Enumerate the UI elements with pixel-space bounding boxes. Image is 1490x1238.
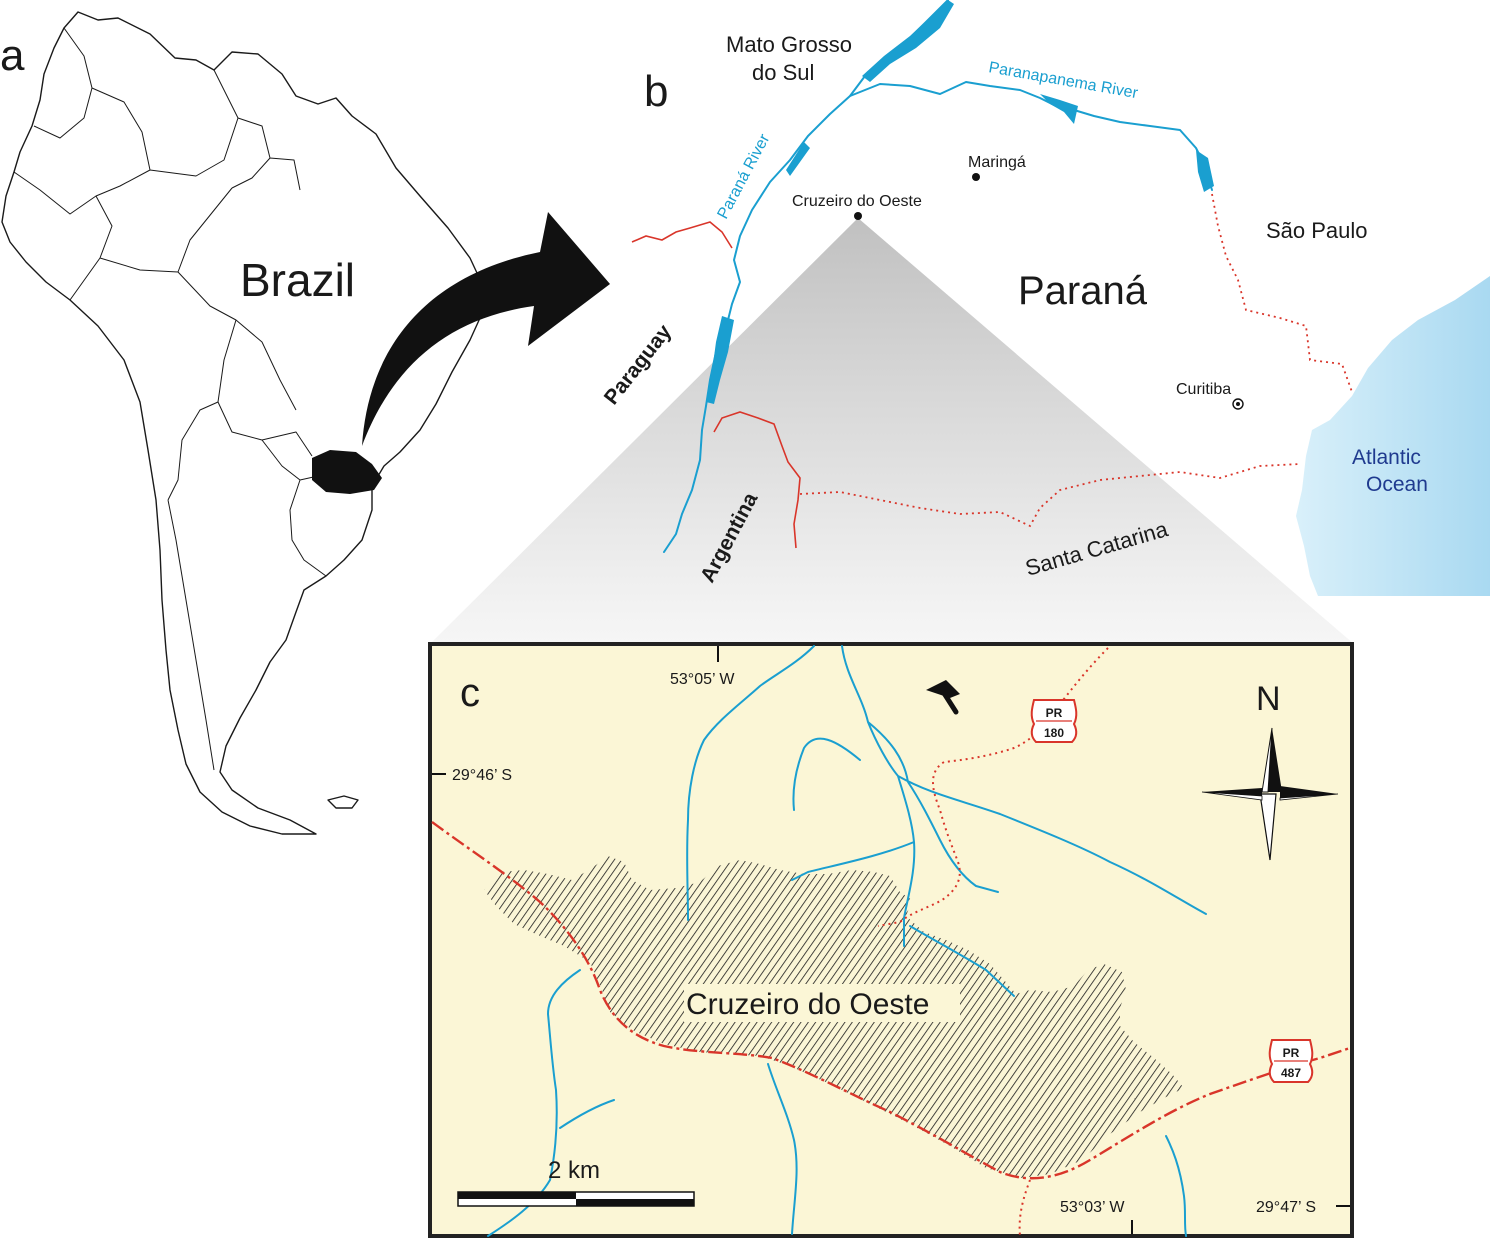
bottom-lon-label: 53°03’ W bbox=[1060, 1199, 1125, 1216]
parana-label: Paraná bbox=[1018, 269, 1148, 313]
panel-c-label: c bbox=[460, 671, 480, 715]
south-america-outline bbox=[1, 11, 485, 835]
paranapanema-river bbox=[849, 81, 1213, 191]
pointer-arrow bbox=[362, 212, 610, 446]
mato-grosso-label-line2: do Sul bbox=[752, 60, 814, 85]
panel-a-label: a bbox=[0, 31, 25, 80]
road-shield-pr487: PR 487 bbox=[1268, 1039, 1314, 1083]
border-sao-paulo bbox=[1211, 193, 1353, 393]
town-label: Cruzeiro do Oeste bbox=[686, 988, 929, 1021]
streams bbox=[487, 645, 1207, 1237]
panel-a: a Brazil bbox=[0, 11, 610, 835]
border-paraguay-brazil bbox=[631, 221, 733, 249]
scale-bar bbox=[457, 1191, 695, 1207]
scale-label: 2 km bbox=[548, 1157, 600, 1184]
ocean-label-line1: Atlantic bbox=[1352, 446, 1421, 469]
road-shield-pr180: PR 180 bbox=[1030, 699, 1078, 743]
pr180-number: 180 bbox=[1044, 726, 1064, 740]
panel-c: Cruzeiro do Oeste c 53°05’ W 29°46’ S 53… bbox=[428, 642, 1354, 1238]
main-road bbox=[431, 821, 1351, 1180]
sao-paulo-label: São Paulo bbox=[1266, 218, 1368, 243]
pr487-number: 487 bbox=[1281, 1066, 1301, 1080]
top-lon-label: 53°05’ W bbox=[670, 671, 735, 688]
brazil-label: Brazil bbox=[240, 254, 355, 306]
parana-river-label: Paraná River bbox=[715, 131, 774, 222]
rock-hammer-icon bbox=[926, 680, 960, 715]
panel-b-label: b bbox=[644, 67, 668, 116]
atlantic-ocean-area bbox=[1296, 276, 1490, 596]
border-argentina bbox=[713, 411, 801, 549]
curitiba-label: Curitiba bbox=[1176, 381, 1231, 398]
falkland-islands bbox=[327, 795, 359, 809]
right-lat-label: 29°47’ S bbox=[1256, 1199, 1316, 1216]
paranapanema-reservoir bbox=[1040, 94, 1214, 192]
north-arrow-icon bbox=[1201, 727, 1339, 861]
secondary-road-north bbox=[877, 647, 1109, 927]
pr487-prefix: PR bbox=[1283, 1046, 1300, 1060]
pr180-prefix: PR bbox=[1046, 706, 1063, 720]
maringa-marker bbox=[972, 173, 980, 181]
north-label: N bbox=[1256, 680, 1281, 718]
mato-grosso-label-line1: Mato Grosso bbox=[726, 32, 852, 57]
curitiba-marker-dot bbox=[1236, 402, 1240, 406]
country-borders bbox=[13, 27, 327, 771]
paranapanema-river-label: Paranapanema River bbox=[987, 59, 1140, 102]
cruzeiro-marker bbox=[854, 212, 862, 220]
parana-state-highlight bbox=[312, 450, 382, 494]
ocean-label-line2: Ocean bbox=[1366, 473, 1428, 496]
panel-b: b Paraná River Paranapanema River Mato G… bbox=[430, 0, 1490, 644]
town-label-background bbox=[684, 984, 960, 1022]
zoom-cone bbox=[430, 218, 1354, 644]
left-lat-label: 29°46’ S bbox=[452, 767, 512, 784]
maringa-label: Maringá bbox=[968, 154, 1026, 171]
cruzeiro-label: Cruzeiro do Oeste bbox=[792, 193, 922, 210]
paraguay-label: Paraguay bbox=[600, 320, 677, 409]
